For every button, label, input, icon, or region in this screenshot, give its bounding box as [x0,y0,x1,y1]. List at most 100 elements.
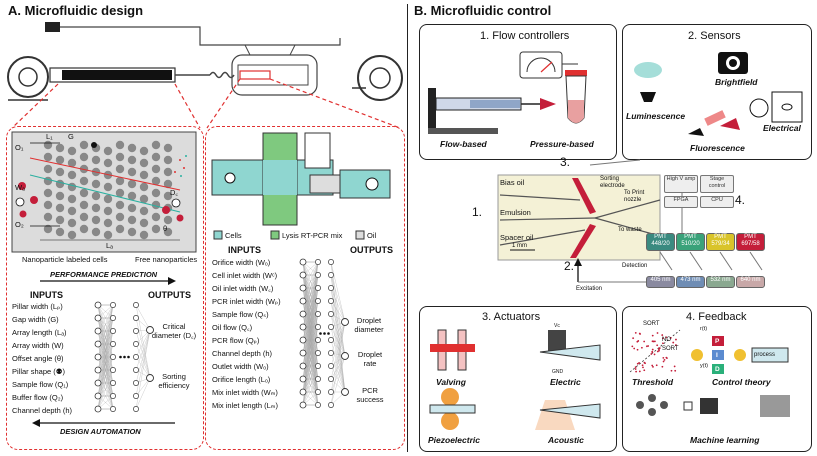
droplet-zoom-panel [205,126,405,450]
pillar [91,215,101,225]
pillar [151,176,161,186]
step-3: 3. [560,155,571,169]
dld-input-item: Array width (W) [12,341,64,350]
scatter-point [656,344,659,347]
pillar [103,194,113,204]
drop-outputs-title: OUTPUTS [350,245,394,255]
scatter-points [631,331,677,373]
input-node [299,336,307,344]
scatter-point [663,359,666,361]
pillar [67,158,77,168]
pillar [67,170,77,180]
pillar [151,140,161,150]
input-node [299,271,307,279]
scatter-point [652,340,655,343]
pillar [115,188,125,198]
pillar [127,227,137,237]
actuators-title: 3. Actuators [482,311,541,323]
drop-input-item: Oil flow (Q꜀) [212,323,253,332]
laser-box: 640 nm [736,276,765,288]
hidden-node [133,328,139,334]
pillar [163,167,173,177]
pillar [115,176,125,186]
process-label: process [754,352,776,358]
rt-label: r(t) [700,326,708,332]
pillar [79,140,89,150]
scatter-point [643,361,646,364]
pillar [115,140,125,150]
dim-la: Lₐ [106,241,113,250]
pillar [139,218,149,228]
step-2: 2. [564,259,575,273]
scatter-point [653,353,656,356]
feedback-title: 4. Feedback [686,311,747,323]
pillar [43,188,53,198]
pillar [67,218,77,228]
output-node [146,326,154,334]
drop-output-diameter: Droplet diameter [354,316,384,334]
pillar [163,179,173,189]
spacer-oil: Spacer oil [500,233,534,242]
electrical-label: Electrical [763,123,801,133]
pillar [91,203,101,213]
hidden-node [328,285,334,291]
scatter-point [661,365,664,368]
pillar [103,230,113,240]
hidden-node [133,341,139,347]
input-node [299,310,307,318]
pillar [163,227,173,237]
pillar [163,191,173,201]
pillar [127,179,137,189]
sort-label: SORT [643,321,660,327]
output-node [341,318,349,326]
pillar-array [43,140,173,240]
pillar [139,182,149,192]
drop-input-item: Orifice width (Wₒ) [212,258,271,267]
dld-input-item: Buffer flow (Q₂) [12,393,64,402]
scatter-point [636,348,639,351]
drop-input-item: Oil inlet width (W꜀) [212,284,274,293]
scatter-point [662,356,665,359]
output-node [341,352,349,360]
input-node [299,362,307,370]
scatter-point [638,332,641,335]
input-node [299,388,307,396]
control-theory-label: Control theory [712,377,771,387]
input-node [299,323,307,331]
step-4: 4. [735,193,746,207]
hidden-node [328,337,334,343]
output-node [146,374,154,382]
dld-input-item: Gap width (G) [12,315,59,324]
hidden-node [328,272,334,278]
hidden-node [315,311,321,317]
input-node [299,375,307,383]
pillar [115,152,125,162]
laser-box: 532 nm [706,276,735,288]
input-node [94,366,102,374]
scatter-point [640,346,643,349]
scatter-point [656,332,659,334]
pillar [79,176,89,186]
dim-o2: O₂ [15,220,24,229]
to-print-nozzle: To Print nozzle [624,190,645,203]
pillar [55,155,65,165]
hidden-node [110,406,116,412]
pillar [103,182,113,192]
dld-input-item: Pillar shape (⚉) [12,367,65,376]
machine-learning-label: Machine learning [690,435,760,445]
scatter-point [662,342,664,345]
hidden-node [133,367,139,373]
scatter-point [636,362,639,365]
step-1: 1. [472,205,483,219]
scatter-point [645,345,648,348]
output-node [341,388,349,396]
pillar [55,215,65,225]
hidden-node [133,406,139,412]
input-node [299,349,307,357]
scatter-point [673,365,676,368]
